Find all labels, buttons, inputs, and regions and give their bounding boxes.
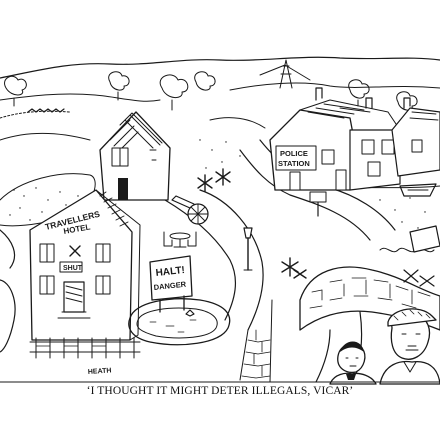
halt-text: HALT! [155, 265, 185, 279]
tank-traps [197, 168, 307, 279]
wire-barrier [379, 225, 440, 287]
pylon [279, 59, 293, 89]
lamp-post [243, 227, 253, 271]
trees [4, 71, 418, 111]
signpost [309, 191, 327, 217]
pond [128, 298, 231, 346]
artist-signature: HEATH [88, 367, 112, 376]
travellers-hotel: TRAVELLERS HOTEL SHUT [29, 189, 141, 341]
left-hedge [0, 229, 16, 353]
cottages [391, 97, 440, 177]
farmhouse [99, 111, 171, 201]
boat [399, 183, 437, 197]
police-sign: POLICE [280, 149, 308, 158]
police-station: POLICE STATION [269, 87, 401, 191]
fence [29, 337, 141, 359]
distant-hills [0, 56, 440, 102]
halt-danger-sign: HALT! DANGER [149, 255, 193, 313]
cobbled-path [239, 299, 273, 383]
shut-sign: SHUT [63, 265, 83, 272]
danger-text: DANGER [153, 280, 187, 292]
station-sign: STATION [278, 159, 310, 168]
farmer-figure [379, 308, 440, 385]
cannon [171, 195, 209, 225]
field-texture [9, 139, 426, 229]
cartoon-caption: ‘I THOUGHT IT MIGHT DETER ILLEGALS, VICA… [86, 385, 354, 397]
vicar-figure [329, 341, 377, 385]
tables-chairs [163, 231, 197, 248]
